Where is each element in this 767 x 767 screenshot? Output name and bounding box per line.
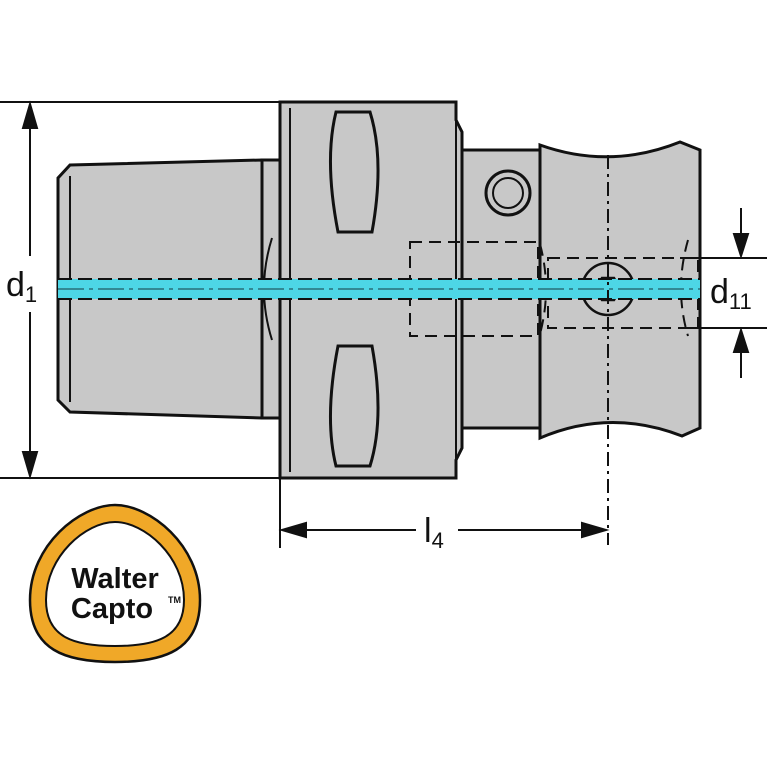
logo-trademark: TM bbox=[168, 595, 181, 605]
logo-line2: Capto bbox=[71, 593, 153, 625]
l4-label: l4 bbox=[424, 512, 444, 553]
logo-inner bbox=[44, 520, 186, 648]
screw-hole bbox=[484, 169, 532, 217]
dimension-d11 bbox=[680, 208, 767, 378]
lower-drive-slot bbox=[329, 344, 380, 468]
d11-label: d11 bbox=[710, 273, 752, 314]
dimension-d1 bbox=[0, 100, 280, 480]
upper-drive-slot bbox=[329, 110, 380, 234]
dimension-l4 bbox=[278, 478, 610, 548]
drive-slots bbox=[329, 110, 380, 468]
d1-label: d1 bbox=[6, 266, 37, 307]
walter-capto-logo: Walter Capto TM bbox=[28, 503, 202, 664]
coolant-channel bbox=[58, 278, 700, 300]
logo-line1: Walter bbox=[71, 563, 159, 595]
